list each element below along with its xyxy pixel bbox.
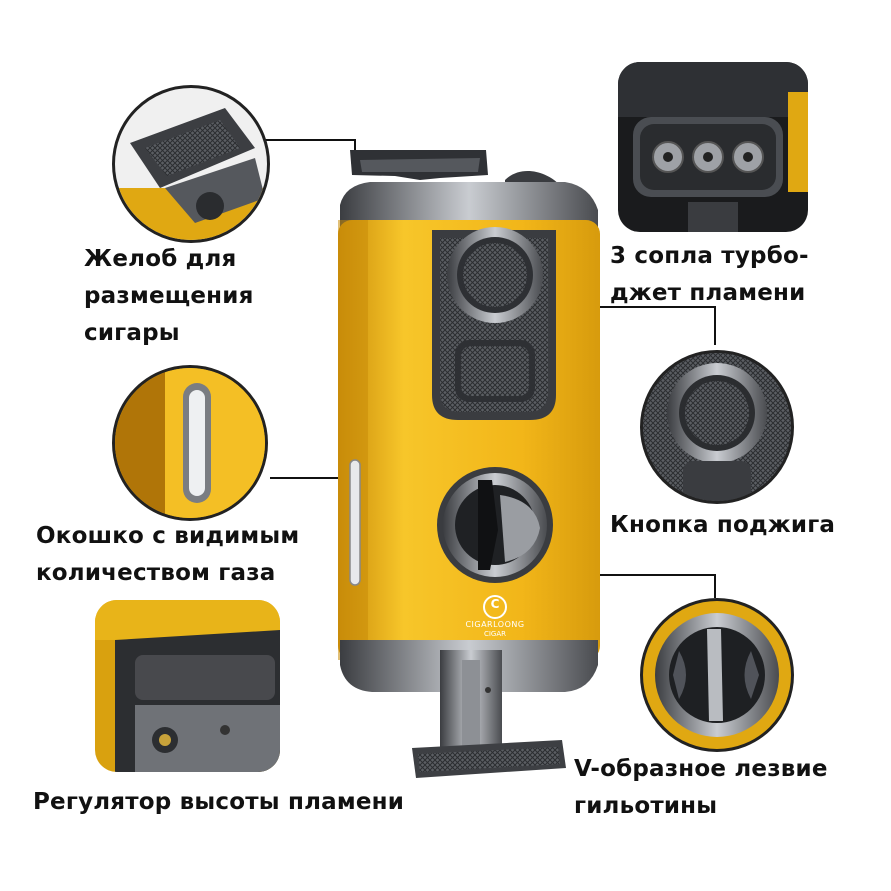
label-flame-adjust: Регулятор высоты пламени <box>33 789 405 815</box>
label-blade: V-образное лезвие гильотины <box>574 756 828 819</box>
label-cigar-rest: Желоб для размещения сигары <box>84 246 254 346</box>
brand-logo-letter: C <box>490 597 500 611</box>
detail-ignition-image <box>640 350 794 504</box>
detail-gas-window-image <box>112 365 268 521</box>
detail-blade-image <box>640 598 794 752</box>
detail-flame-regulator-image <box>95 600 280 772</box>
label-ignition: Кнопка поджига <box>610 512 836 538</box>
brand-name: CIGARLOONG <box>465 620 525 629</box>
detail-nozzles-image <box>618 62 808 232</box>
brand-sub: CIGAR <box>483 630 507 638</box>
label-nozzles: 3 сопла турбо- джет пламени <box>610 243 809 306</box>
label-gas-window: Окошко с видимым количеством газа <box>36 523 300 586</box>
detail-cigar-rest-image <box>112 85 270 243</box>
